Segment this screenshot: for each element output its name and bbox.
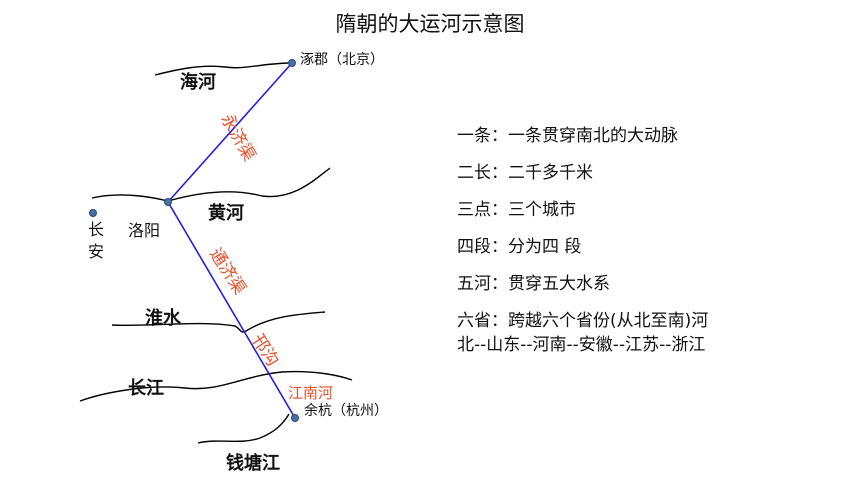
zhuojun-dot [288,59,296,67]
changan-dot [89,209,97,217]
note-item: 六省：跨越六个省份(从北至南)河北--山东--河南--安徽--江苏--浙江 [457,311,709,355]
changan-label-top: 长 [88,220,105,239]
chang-river-line [79,370,353,402]
zhuojun-label: 涿郡（北京） [300,52,384,68]
yuhang-label: 余杭（杭州） [304,403,388,419]
note-item: 三点：三个城市 [457,200,576,220]
huai-river-label: 淮水 [145,308,181,329]
qiantang-river-label: 钱塘江 [226,453,280,474]
qiantang-river-line [197,413,290,444]
tongji-hangou-canal-line [167,201,296,419]
hai-river-line [154,62,293,76]
note-item: 一条：一条贯穿南北的大动脉 [457,126,678,146]
huang-river-line [91,167,331,202]
page-title: 隋朝的大运河示意图 [335,12,525,36]
chang-river-label: 长江 [128,378,164,399]
yongji-canal-line [167,62,293,203]
jiangnan-canal-label: 江南河 [288,384,334,402]
huai-river-line [111,311,326,333]
hai-river-label: 海河 [180,72,216,93]
note-item: 二长：二千多千米 [457,163,593,183]
changan-label-bottom: 安 [88,242,105,261]
note-item: 五河：贯穿五大水系 [457,274,610,294]
yuhang-dot [291,414,299,422]
notes-list: 一条：一条贯穿南北的大动脉 二长：二千多千米 三点：三个城市 四段：分为四 段 … [457,124,757,370]
huang-river-label: 黄河 [208,203,244,224]
luoyang-dot [164,198,172,206]
note-item: 四段：分为四 段 [457,237,582,257]
luoyang-label: 洛阳 [128,221,161,240]
